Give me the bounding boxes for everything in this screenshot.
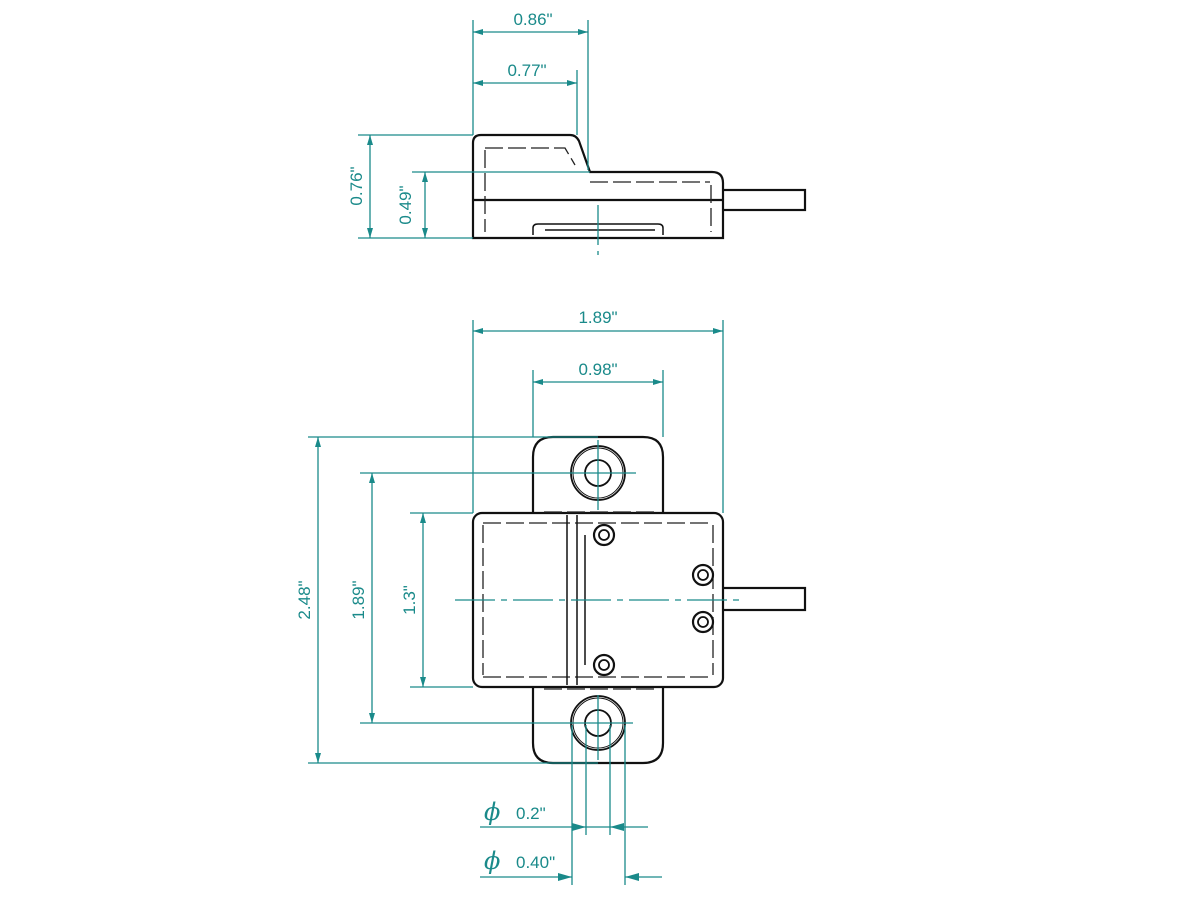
cable: [716, 586, 807, 612]
sensor-body-side: [471, 133, 725, 240]
dim-hole-spacing: 1.89": [349, 580, 368, 619]
dim-tab-width: 0.98": [578, 360, 617, 379]
dim-height-overall: 0.76": [347, 166, 366, 205]
side-view: 0.86" 0.77" 0.76" 0.49": [347, 10, 807, 255]
screw-icon: [691, 610, 715, 634]
dim-overall-height: 2.48": [295, 580, 314, 619]
cable: [716, 188, 807, 212]
dim-width-overall: 0.86": [513, 10, 552, 29]
diameter-symbol-icon: ϕ: [484, 847, 500, 875]
dim-width-upper: 0.77": [507, 61, 546, 80]
screws: [592, 523, 715, 677]
dim-height-lower: 0.49": [396, 185, 415, 224]
dim-body-height: 1.3": [400, 585, 419, 615]
screw-icon: [592, 523, 616, 547]
dim-counterbore-diameter: 0.40": [516, 853, 555, 872]
screw-icon: [691, 563, 715, 587]
diameter-symbol-icon: ϕ: [484, 798, 500, 826]
dim-body-width: 1.89": [578, 308, 617, 327]
dim-hole-diameter: 0.2": [516, 804, 546, 823]
front-view: 1.89" 0.98" 2.48" 1.89" 1.3" ϕ 0.2" ϕ 0.…: [295, 308, 807, 885]
screw-icon: [592, 653, 616, 677]
